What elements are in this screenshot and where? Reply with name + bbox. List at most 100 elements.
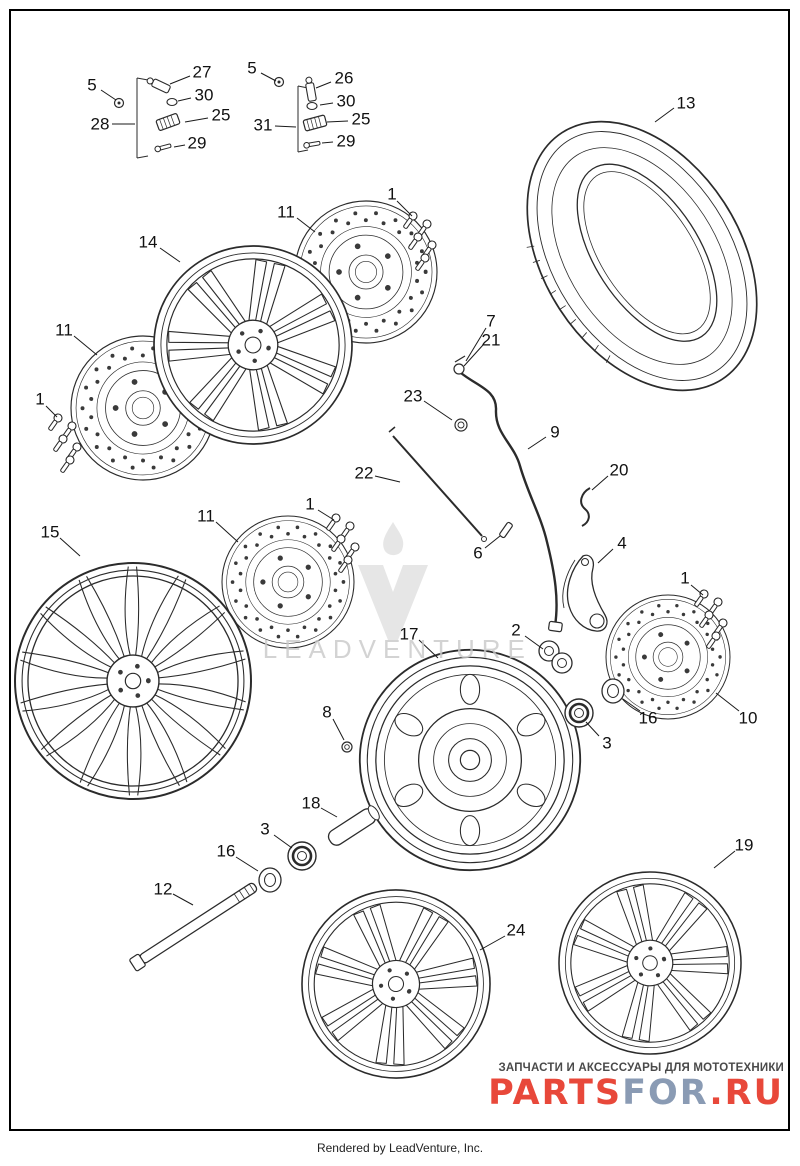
- callout-15: 15: [40, 522, 60, 542]
- callout-1: 1: [305, 494, 315, 514]
- leader-line-30: [319, 102, 334, 106]
- rod-22: [388, 426, 487, 542]
- nut-23: [454, 418, 468, 432]
- callout-29: 29: [187, 133, 207, 153]
- callout-18: 18: [301, 793, 321, 813]
- leader-line-1: [396, 200, 413, 217]
- callout-30: 30: [336, 91, 356, 111]
- leader-line-11: [73, 335, 98, 356]
- callout-11: 11: [197, 506, 215, 526]
- leader-line-11: [215, 521, 239, 543]
- leader-line-5: [100, 89, 117, 101]
- callout-8: 8: [322, 702, 332, 722]
- callout-5: 5: [87, 75, 97, 95]
- callout-13: 13: [676, 93, 696, 113]
- leader-line-24: [479, 935, 506, 951]
- callout-12: 12: [153, 879, 173, 899]
- callout-11: 11: [277, 202, 295, 222]
- caliper-bracket-4: [562, 554, 608, 632]
- leader-line-25: [184, 117, 209, 123]
- leader-line-8: [332, 718, 345, 741]
- leader-line-9: [527, 436, 547, 450]
- logo-segment-parts: PARTS: [488, 1073, 623, 1113]
- leader-lines-layer: [45, 72, 740, 951]
- watermark-logo: [358, 522, 428, 640]
- leader-line-22: [374, 475, 401, 483]
- callout-28: 28: [90, 114, 110, 134]
- tire-13: [526, 120, 758, 392]
- leader-line-21: [463, 344, 484, 367]
- leader-line-19: [713, 850, 736, 869]
- leader-line-1: [690, 584, 704, 596]
- callout-20: 20: [609, 460, 629, 480]
- leader-line-6: [484, 535, 501, 549]
- partsfor-logo: PARTSFOR.RU: [488, 1076, 784, 1111]
- leader-line-1: [45, 405, 58, 418]
- callout-24: 24: [506, 920, 526, 940]
- callout-1: 1: [680, 568, 690, 588]
- callout-30: 30: [194, 85, 214, 105]
- leader-line-7: [465, 327, 487, 362]
- leader-line-15: [59, 537, 81, 557]
- callout-9: 9: [550, 422, 560, 442]
- callout-26: 26: [334, 68, 354, 88]
- axle-12: [129, 882, 258, 972]
- callout-17: 17: [399, 624, 419, 644]
- callout-7: 7: [486, 311, 496, 331]
- leader-line-31: [274, 125, 297, 128]
- leader-line-29: [173, 144, 186, 148]
- callout-3: 3: [602, 733, 612, 753]
- leader-line-14: [159, 247, 181, 263]
- callout-22: 22: [354, 463, 374, 483]
- callout-14: 14: [138, 232, 158, 252]
- callout-29: 29: [336, 131, 356, 151]
- leader-line-30: [177, 97, 192, 102]
- callout-25: 25: [211, 105, 231, 125]
- leader-line-3: [585, 721, 600, 737]
- callout-23: 23: [403, 386, 423, 406]
- logo-segment-for: FOR: [622, 1073, 710, 1113]
- callout-16: 16: [216, 841, 236, 861]
- callout-27: 27: [192, 62, 212, 82]
- callout-4: 4: [617, 533, 627, 553]
- footer-credit: Rendered by LeadVenture, Inc.: [316, 1141, 484, 1155]
- callout-1: 1: [387, 184, 397, 204]
- callout-3: 3: [260, 819, 270, 839]
- callout-5: 5: [247, 58, 257, 78]
- callout-21: 21: [481, 330, 501, 350]
- hardware-group-right: [273, 76, 328, 153]
- leader-line-5: [260, 72, 277, 82]
- washers-2: [538, 640, 573, 674]
- callout-11: 11: [55, 320, 73, 340]
- brake-line-9: [453, 355, 563, 633]
- leader-line-11: [296, 217, 316, 233]
- leader-line-1: [317, 509, 335, 521]
- leader-line-16: [622, 698, 641, 712]
- leader-line-26: [315, 81, 332, 89]
- leader-line-23: [423, 400, 453, 421]
- callout-16: 16: [638, 708, 658, 728]
- leader-line-3: [273, 834, 293, 849]
- leader-line-25: [326, 120, 349, 123]
- leader-line-16: [235, 856, 259, 872]
- leader-line-29: [321, 141, 334, 144]
- hardware-group-left: [113, 77, 181, 159]
- spacer-18: [327, 805, 380, 846]
- leader-line-17: [418, 639, 439, 659]
- nut-8: [341, 741, 353, 753]
- callout-19: 19: [734, 835, 754, 855]
- callout-25: 25: [351, 109, 371, 129]
- pin-6: [499, 521, 513, 539]
- leader-line-12: [172, 893, 194, 906]
- leader-line-18: [320, 807, 338, 818]
- branding-block: ЗАПЧАСТИ И АКСЕССУАРЫ ДЛЯ МОТОТЕХНИКИ PA…: [488, 1062, 784, 1111]
- callout-10: 10: [738, 708, 758, 728]
- branding-tagline: ЗАПЧАСТИ И АКСЕССУАРЫ ДЛЯ МОТОТЕХНИКИ: [498, 1062, 784, 1074]
- callout-2: 2: [511, 620, 521, 640]
- leader-line-20: [591, 475, 609, 491]
- callout-31: 31: [253, 115, 273, 135]
- leader-line-13: [654, 107, 675, 123]
- callout-6: 6: [473, 543, 483, 563]
